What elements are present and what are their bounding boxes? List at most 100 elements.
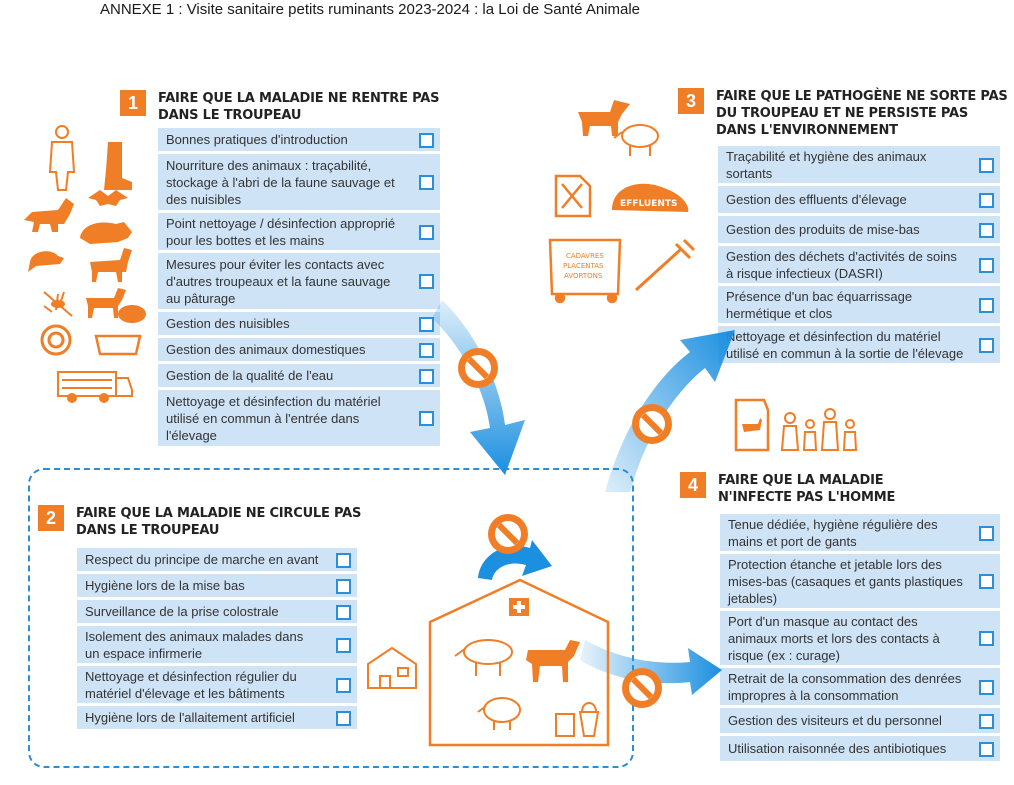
section-2-boundary: [28, 468, 634, 768]
checklist-item: Présence d'un bac équarrissage hermétiqu…: [718, 286, 1000, 323]
no-entry-icon: [622, 668, 662, 708]
checkbox[interactable]: [336, 552, 351, 568]
checklist-item: Retrait de la consommation des denrées i…: [720, 668, 1000, 705]
no-entry-icon: [458, 348, 498, 388]
farm-building-icon: [367, 646, 417, 689]
checkbox[interactable]: [979, 257, 994, 273]
hay-bale-icon: [40, 324, 72, 356]
goat-icon: [86, 288, 126, 318]
checkbox[interactable]: [419, 411, 434, 426]
checkbox[interactable]: [419, 274, 434, 289]
section-title: FAIRE QUE LE PATHOGÈNE NE SORTE PAS DU T…: [716, 89, 1008, 138]
section-number-badge: 2: [38, 505, 64, 531]
section-number-badge: 1: [120, 90, 146, 116]
checkbox[interactable]: [979, 192, 994, 208]
arrow-to-human: [580, 640, 722, 695]
section-3-checklist: Traçabilité et hygiène des animaux sorta…: [718, 146, 1000, 366]
section-title: FAIRE QUE LA MALADIE NE CIRCULE PAS DANS…: [76, 506, 362, 538]
section-2-checklist: Respect du principe de marche en avant H…: [77, 548, 357, 732]
checklist-item: Isolement des animaux malades dans un es…: [77, 626, 357, 663]
section-number-badge: 4: [680, 472, 706, 498]
checklist-item: Hygiène lors de la mise bas: [77, 574, 357, 597]
checkbox[interactable]: [979, 631, 994, 646]
first-aid-icon: [509, 598, 529, 616]
checklist-item: Protection étanche et jetable lors des m…: [720, 554, 1000, 608]
fox-icon: [24, 198, 74, 232]
section-4-header: 4 FAIRE QUE LA MALADIE N'INFECTE PAS L'H…: [680, 472, 895, 506]
section-number-badge: 3: [678, 88, 704, 114]
checkbox[interactable]: [336, 637, 351, 653]
checkbox[interactable]: [979, 157, 994, 173]
sheep-leaving-icon: [613, 124, 659, 156]
checkbox[interactable]: [979, 297, 994, 313]
checklist-item: Nettoyage et désinfection du matériel ut…: [158, 390, 440, 446]
checklist-item: Nettoyage et désinfection régulier du ma…: [77, 666, 357, 703]
boot-icon: [104, 142, 132, 190]
family-icon: [780, 408, 858, 451]
page-title: ANNEXE 1 : Visite sanitaire petits rumin…: [100, 1, 641, 18]
arrow-out-of-herd: [605, 330, 735, 492]
checkbox[interactable]: [419, 224, 434, 240]
checkbox[interactable]: [336, 677, 351, 693]
checklist-item: Gestion des visiteurs et du personnel: [720, 708, 1000, 733]
checkbox[interactable]: [979, 337, 994, 353]
checkbox[interactable]: [419, 342, 434, 358]
checklist-item: Gestion des nuisibles: [158, 312, 440, 335]
mosquito-icon: [43, 291, 73, 317]
jerrycan-icon: [554, 174, 592, 218]
checklist-item: Gestion des produits de mise-bas: [718, 216, 1000, 243]
lamb-in-barn-icon: [477, 697, 521, 730]
goat-in-barn-icon: [526, 640, 580, 682]
section-3-header: 3 FAIRE QUE LE PATHOGÈNE NE SORTE PAS DU…: [678, 88, 1008, 139]
checklist-item: Nettoyage et désinfection du matériel ut…: [718, 326, 1000, 363]
checklist-item: Surveillance de la prise colostrale: [77, 600, 357, 623]
no-entry-icon: [632, 404, 672, 444]
sheep-in-barn-icon: [454, 639, 513, 676]
section-2-header: 2 FAIRE QUE LA MALADIE NE CIRCULE PAS DA…: [38, 505, 361, 539]
checklist-item: Tenue dédiée, hygiène régulière des main…: [720, 514, 1000, 551]
checkbox[interactable]: [979, 741, 994, 757]
milk-carton-icon: [734, 398, 770, 452]
checkbox[interactable]: [979, 679, 994, 695]
checkbox[interactable]: [419, 175, 434, 190]
checklist-item: Gestion des animaux domestiques: [158, 338, 440, 361]
checklist-item: Port d'un masque au contact des animaux …: [720, 611, 1000, 665]
checkbox[interactable]: [336, 710, 351, 726]
checklist-item: Hygiène lors de l'allaitement artificiel: [77, 706, 357, 729]
checklist-item: Nourriture des animaux : traçabilité, st…: [158, 154, 440, 210]
rat-icon: [28, 251, 64, 272]
checklist-item: Gestion des effluents d'élevage: [718, 186, 1000, 213]
checkbox[interactable]: [979, 713, 994, 729]
checkbox[interactable]: [979, 222, 994, 238]
bin-label: PLACENTAS: [563, 262, 604, 270]
checkbox[interactable]: [336, 578, 351, 594]
rendering-bin-icon: CADAVRES PLACENTAS AVORTONS: [548, 238, 622, 304]
checklist-item: Traçabilité et hygiène des animaux sorta…: [718, 146, 1000, 183]
section-1-checklist: Bonnes pratiques d'introduction Nourritu…: [158, 128, 440, 449]
circulation-arrow: [478, 540, 552, 580]
bin-label: CADAVRES: [566, 252, 604, 260]
checklist-item: Respect du principe de marche en avant: [77, 548, 357, 571]
livestock-truck-icon: [57, 371, 133, 403]
checklist-item: Gestion de la qualité de l'eau: [158, 364, 440, 387]
arrow-into-herd: [432, 300, 525, 475]
checklist-item: Gestion des déchets d'activités de soins…: [718, 246, 1000, 283]
checklist-item: Bonnes pratiques d'introduction: [158, 128, 440, 151]
checkbox[interactable]: [979, 574, 994, 589]
bat-icon: [88, 190, 128, 206]
checklist-item: Utilisation raisonnée des antibiotiques: [720, 736, 1000, 761]
section-title: FAIRE QUE LA MALADIE N'INFECTE PAS L'HOM…: [718, 473, 896, 505]
checklist-item: Point nettoyage / désinfection approprié…: [158, 213, 440, 250]
checkbox[interactable]: [419, 132, 434, 148]
checkbox[interactable]: [419, 316, 434, 332]
deer-icon: [90, 248, 132, 282]
no-entry-icon: [488, 514, 528, 554]
section-1-header: 1 FAIRE QUE LA MALADIE NE RENTRE PAS DAN…: [120, 90, 439, 124]
checkbox[interactable]: [336, 604, 351, 620]
checkbox[interactable]: [979, 525, 994, 541]
person-in-coverall-icon: [48, 125, 76, 191]
checkbox[interactable]: [419, 368, 434, 384]
effluents-label: EFFLUENTS: [620, 199, 677, 209]
bin-label: AVORTONS: [564, 272, 603, 280]
